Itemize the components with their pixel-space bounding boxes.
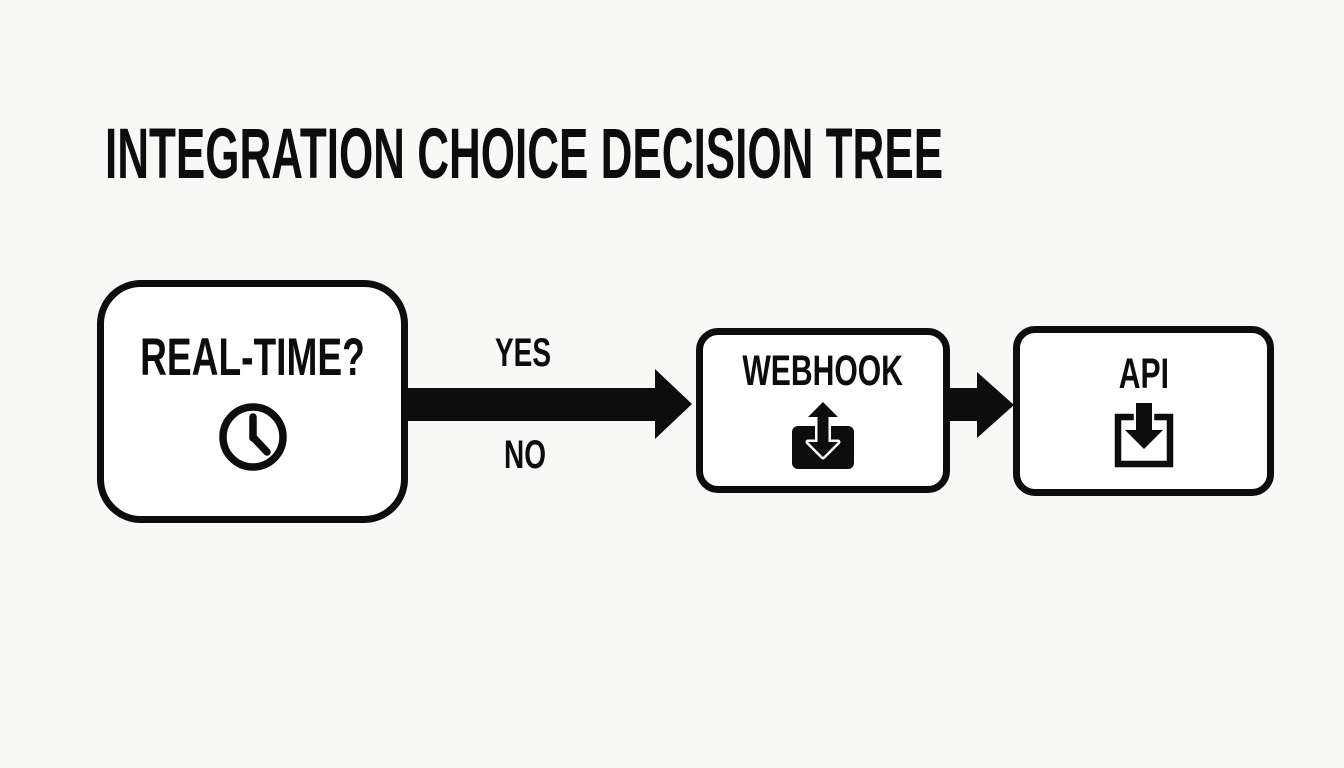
download-box-icon: [1114, 403, 1173, 468]
node-realtime: REAL-TIME?: [97, 280, 408, 523]
arrow-shaft: [945, 388, 980, 421]
node-api: API: [1013, 326, 1274, 496]
clock-icon: [218, 403, 287, 471]
page-title: INTEGRATION CHOICE DECISION TREE: [105, 119, 1344, 190]
node-webhook-label: WEBHOOK: [742, 347, 904, 395]
node-webhook: WEBHOOK: [696, 328, 950, 493]
edge-label-no: NO: [504, 433, 546, 477]
arrow-head-icon: [655, 369, 692, 439]
node-realtime-label: REAL-TIME?: [140, 328, 365, 387]
arrow-shaft: [405, 388, 657, 421]
edge-label-yes: YES: [494, 331, 552, 375]
node-api-label: API: [1118, 350, 1169, 398]
arrow-head-icon: [977, 372, 1014, 438]
inbox-transfer-icon: [792, 401, 854, 469]
page-title-text: INTEGRATION CHOICE DECISION TREE: [105, 115, 944, 194]
